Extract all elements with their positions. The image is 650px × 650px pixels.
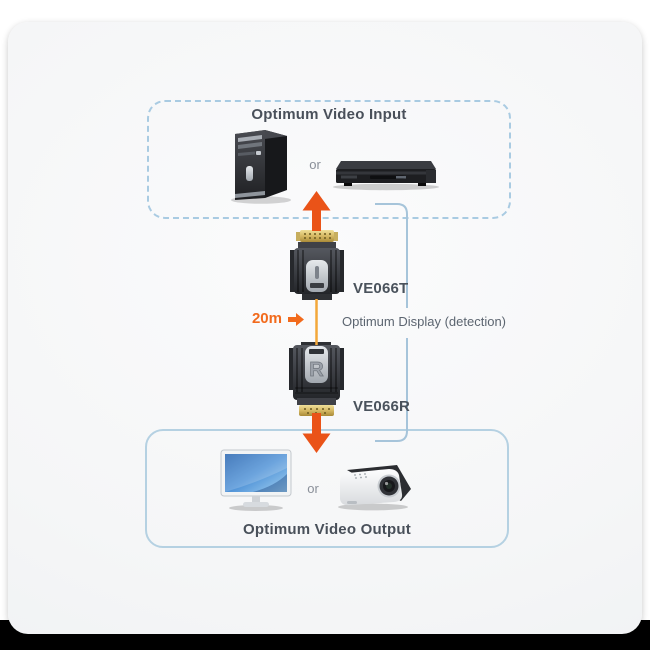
monitor-icon <box>220 449 292 511</box>
diagram-card <box>8 22 642 634</box>
distance-label: 20m <box>251 310 282 327</box>
dvd-player-icon <box>333 161 439 191</box>
dvi-receiver-icon: R <box>289 342 344 416</box>
desktop-pc-icon <box>231 130 291 204</box>
detection-label: Optimum Display (detection) <box>342 314 506 329</box>
projector-icon <box>338 465 411 511</box>
dvi-transmitter-icon <box>290 230 344 300</box>
receiver-label: VE066R <box>353 398 411 415</box>
receiver-badge: R <box>309 359 324 381</box>
arrow-right-icon <box>288 313 304 326</box>
output-or-label: or <box>307 481 319 496</box>
input-or-label: or <box>309 157 321 172</box>
input-box-title: Optimum Video Input <box>251 106 407 123</box>
transmitter-label: VE066T <box>353 280 409 297</box>
output-box-title: Optimum Video Output <box>243 521 411 538</box>
